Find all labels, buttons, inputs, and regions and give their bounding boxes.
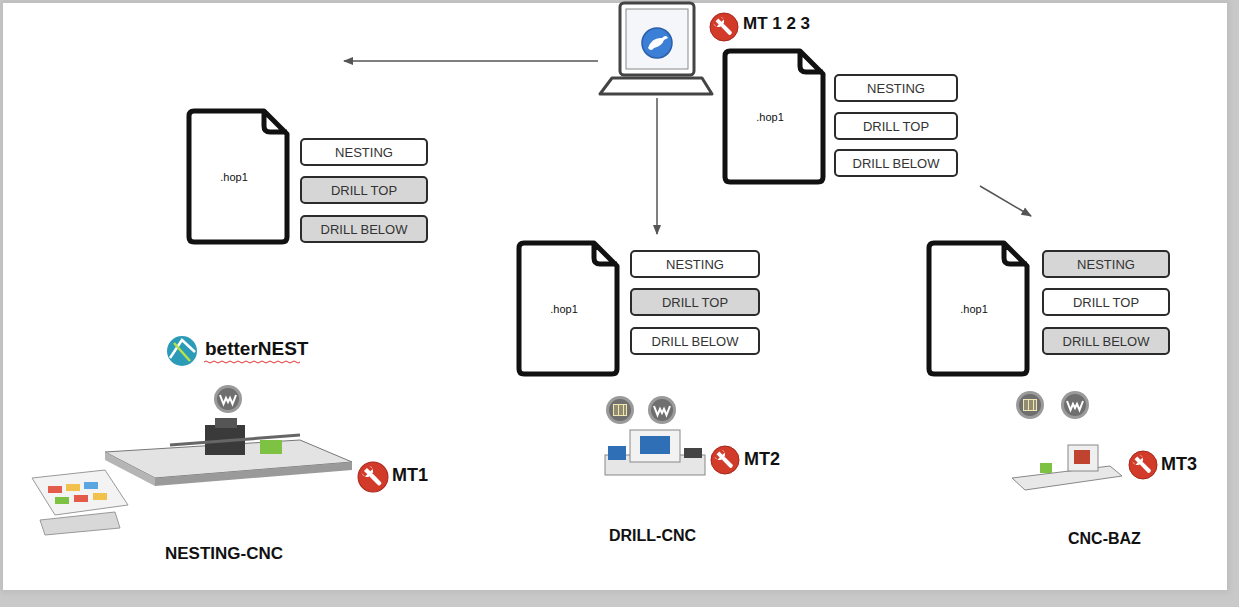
step-box: DRILL BELOW xyxy=(630,327,760,355)
step-label: DRILL TOP xyxy=(331,183,397,198)
step-label: NESTING xyxy=(1077,257,1135,272)
file-icon: .hop1 xyxy=(926,240,1030,377)
step-box: DRILL TOP xyxy=(300,176,428,204)
step-box: DRILL BELOW xyxy=(300,215,428,243)
flow-arrow xyxy=(656,98,658,234)
step-label: DRILL TOP xyxy=(1073,295,1139,310)
machine-name: NESTING-CNC xyxy=(165,544,283,564)
cnc-baz-machine xyxy=(1012,445,1122,490)
tool-label: MT3 xyxy=(1161,454,1197,475)
software-icon xyxy=(1061,391,1089,419)
step-box: NESTING xyxy=(300,138,428,166)
step-box: DRILL TOP xyxy=(834,112,958,140)
step-label: DRILL BELOW xyxy=(853,156,940,171)
file-icon: .hop1 xyxy=(722,48,826,185)
barcode-icon xyxy=(1016,391,1044,419)
step-box: NESTING xyxy=(630,250,760,278)
step-box: NESTING xyxy=(834,74,958,102)
drill-cnc-machine xyxy=(605,430,705,475)
software-icon xyxy=(648,396,676,424)
step-label: DRILL BELOW xyxy=(652,334,739,349)
barcode-icon xyxy=(606,396,634,424)
step-label: NESTING xyxy=(666,257,724,272)
step-label: DRILL BELOW xyxy=(321,222,408,237)
file-name: .hop1 xyxy=(756,111,784,123)
step-box: DRILL BELOW xyxy=(1042,327,1170,355)
tool-label: MT 1 2 3 xyxy=(743,14,810,34)
step-label: DRILL TOP xyxy=(662,295,728,310)
wrench-icon xyxy=(1129,451,1157,479)
step-label: NESTING xyxy=(335,145,393,160)
file-name: .hop1 xyxy=(220,171,248,183)
step-label: DRILL BELOW xyxy=(1063,334,1150,349)
step-label: NESTING xyxy=(867,81,925,96)
file-icon: .hop1 xyxy=(516,240,620,377)
wrench-icon xyxy=(710,13,738,41)
step-box: NESTING xyxy=(1042,250,1170,278)
machine-name: CNC-BAZ xyxy=(1068,530,1141,548)
tool-label: MT2 xyxy=(744,449,780,470)
step-box: DRILL BELOW xyxy=(834,149,958,177)
machine-name: DRILL-CNC xyxy=(609,527,696,545)
file-icon: .hop1 xyxy=(186,108,290,245)
nesting-cnc-machine xyxy=(32,418,352,535)
step-box: DRILL TOP xyxy=(630,288,760,316)
file-name: .hop1 xyxy=(550,303,578,315)
flow-arrow xyxy=(980,186,1031,216)
file-name: .hop1 xyxy=(960,303,988,315)
wrench-icon xyxy=(358,462,388,492)
software-icon xyxy=(214,385,242,413)
wrench-icon xyxy=(711,446,739,474)
laptop-icon xyxy=(600,3,712,94)
step-box: DRILL TOP xyxy=(1042,288,1170,316)
step-label: DRILL TOP xyxy=(863,119,929,134)
software-name: betterNEST xyxy=(205,338,308,360)
flow-arrow xyxy=(344,60,598,62)
tool-label: MT1 xyxy=(392,465,428,486)
